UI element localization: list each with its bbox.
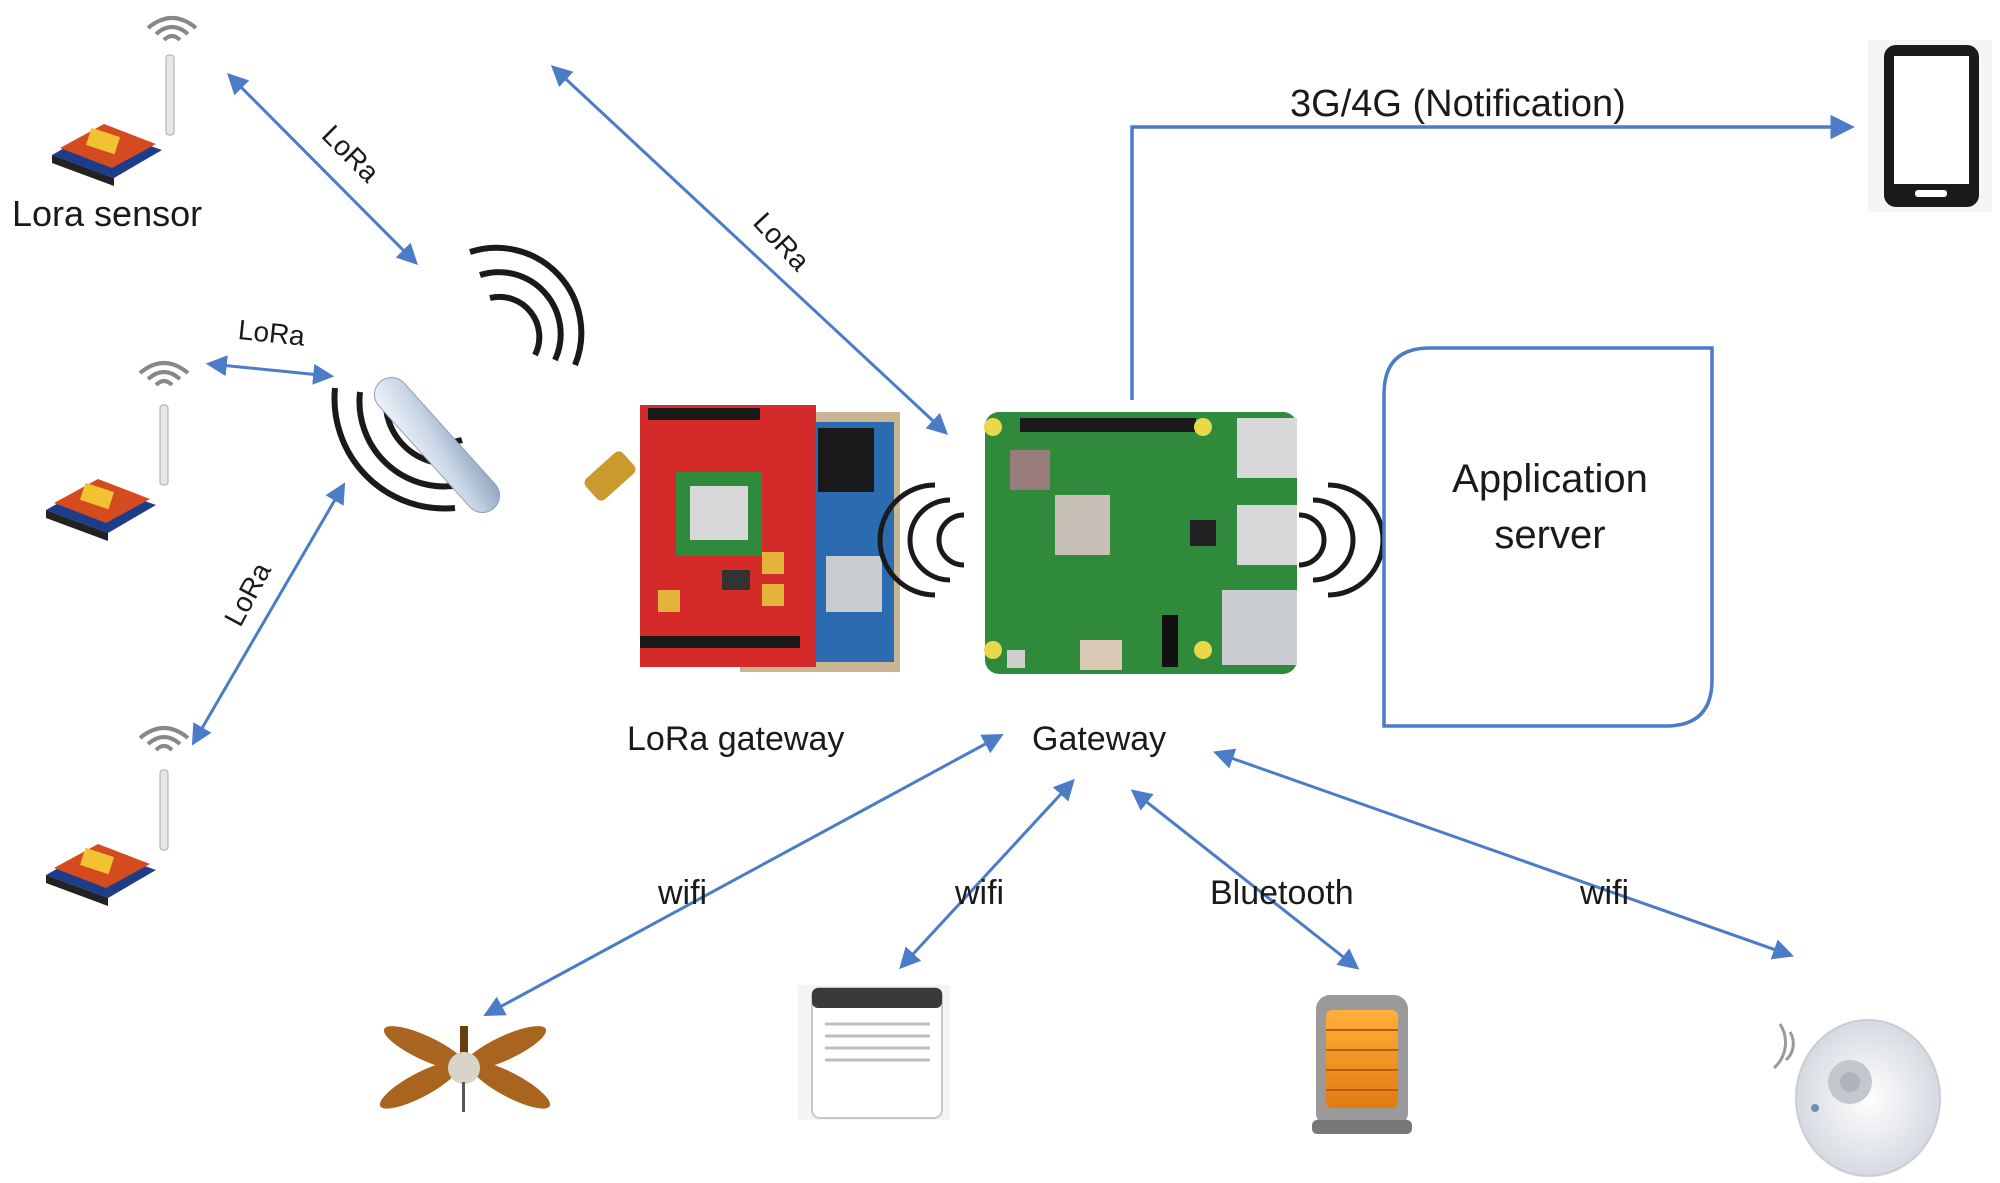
lora-arrow-sensor3 [191, 482, 346, 746]
lora-sensor-node-1 [52, 16, 198, 186]
wifi-arrow-sensor [1213, 748, 1794, 960]
ceiling-fan-icon [379, 1026, 551, 1112]
lora-gateway-label: LoRa gateway [627, 720, 844, 758]
heater-icon [1312, 995, 1412, 1134]
signal-waves-icon [138, 726, 190, 752]
lora-link-arrows [191, 65, 949, 746]
lora-arrow-sensor2 [205, 355, 335, 385]
wifi-arrow-ac [899, 778, 1075, 970]
lora-link-label-1: LoRa [316, 119, 386, 189]
wifi-fan-label: wifi [657, 874, 707, 912]
application-server-label-line2: server [1494, 513, 1605, 557]
signal-waves-icon [146, 16, 198, 42]
lora-link-label-2: LoRa [237, 314, 307, 352]
lora-sensor-label: Lora sensor [12, 193, 202, 234]
wifi-ac-label: wifi [954, 874, 1004, 912]
motion-sensor-icon [1772, 1019, 1941, 1177]
lora-arrow-sensor1 [227, 73, 418, 265]
bluetooth-heater-label: Bluetooth [1210, 874, 1354, 912]
lora-sensor-icon [46, 404, 169, 541]
lora-sensor-icon [52, 54, 175, 186]
air-conditioner-icon [798, 985, 950, 1120]
device-link-arrows [483, 733, 1794, 1017]
notification-label: 3G/4G (Notification) [1290, 83, 1626, 125]
signal-waves-icon [1772, 1023, 1795, 1070]
lora-sensor-icon [46, 769, 169, 906]
wifi-arrow-fan [483, 733, 1004, 1017]
raspberry-pi-icon [984, 412, 1297, 674]
lora-sensor-node-2 [46, 361, 190, 541]
lora-link-label-4: LoRa [747, 206, 816, 276]
lora-gateway-board-icon [640, 405, 900, 672]
wifi-sensor-label: wifi [1579, 874, 1629, 912]
application-server-label-line1: Application [1452, 457, 1648, 501]
lora-link-label-3: LoRa [218, 557, 277, 631]
notification-arrow [1130, 114, 1855, 400]
smartphone-icon [1868, 40, 1992, 212]
gateway-label: Gateway [1032, 720, 1166, 758]
lora-sensor-node-3 [46, 726, 190, 906]
antenna-icon [331, 244, 636, 514]
lora-arrow-gateway [550, 65, 949, 435]
signal-waves-icon [138, 361, 190, 387]
application-server-box: Application server [1382, 346, 1714, 728]
